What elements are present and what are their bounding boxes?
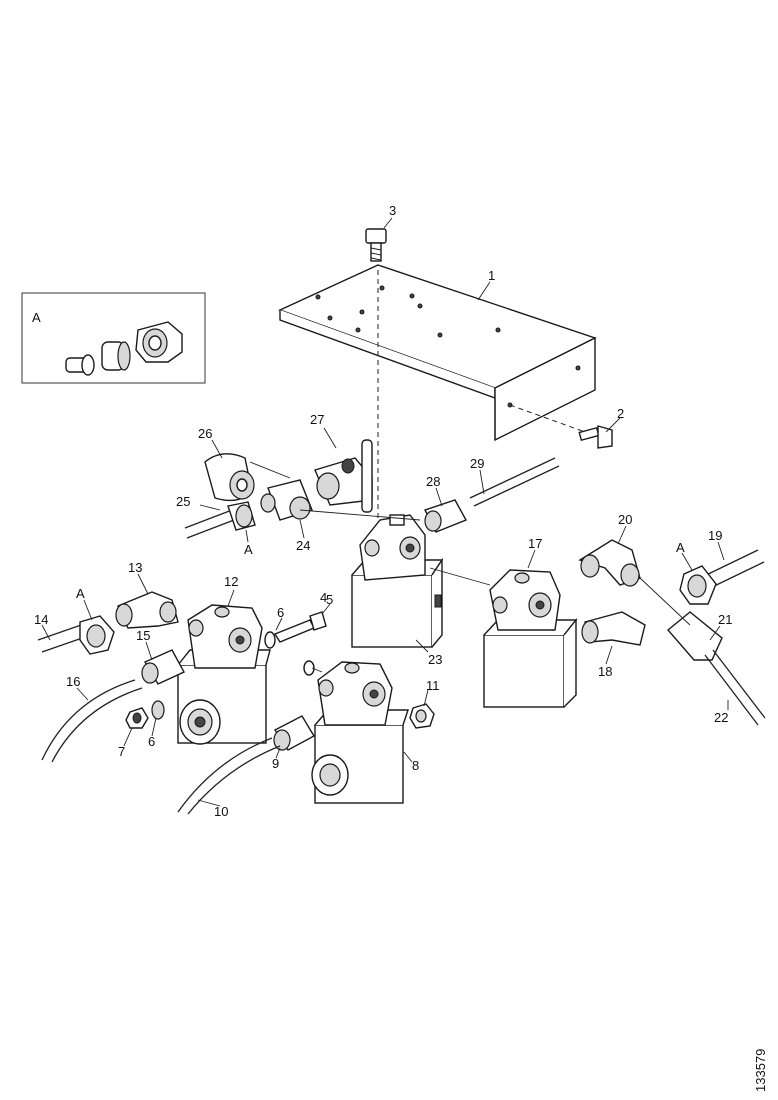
label-24: 24 (296, 538, 310, 553)
tap-fitting-27 (314, 439, 373, 513)
label-21: 21 (718, 612, 732, 627)
label-23: 23 (428, 652, 442, 667)
elbow-fitting-20 (578, 539, 641, 587)
label-26: 26 (198, 426, 212, 441)
solenoid-valve-17 (483, 569, 578, 708)
elbow-fitting-13 (115, 591, 179, 629)
label-13: 13 (128, 560, 142, 575)
label-9: 9 (272, 756, 279, 771)
label-11: 11 (426, 678, 440, 693)
solenoid-valve-8 (311, 661, 409, 804)
pipe-23-17 (429, 567, 491, 586)
detail-insert (65, 354, 95, 376)
leader-lines (41, 217, 729, 807)
label-14: 14 (34, 612, 48, 627)
label-6-upper: 6 (277, 605, 284, 620)
hose-16 (41, 679, 143, 763)
detail-nut (135, 321, 183, 363)
nut-11 (409, 703, 435, 729)
detail-sleeve (101, 341, 131, 371)
hose-10 (177, 737, 281, 815)
elbow-fitting-26 (204, 453, 255, 502)
hose-22 (704, 649, 766, 726)
tee-fitting-24 (260, 479, 313, 521)
screw-2 (578, 425, 613, 449)
reference-numbers: 1 2 3 4 5 6 6 7 8 9 10 11 12 13 14 15 16… (34, 203, 732, 819)
label-17: 17 (528, 536, 542, 551)
o-ring-4 (303, 660, 315, 676)
nut-7 (125, 707, 149, 729)
label-25: 25 (176, 494, 190, 509)
leader-2-axis (509, 404, 586, 433)
bolt-3 (365, 228, 387, 262)
label-a-right: A (676, 540, 685, 555)
washer-6-lower (151, 700, 165, 720)
label-10: 10 (214, 804, 228, 819)
elbow-fitting-18 (581, 611, 646, 646)
pipe-26 (249, 461, 291, 479)
label-3: 3 (389, 203, 396, 218)
pipe-20-21 (639, 577, 691, 626)
figure-id: 133579 (753, 1049, 768, 1092)
label-6-lower: 6 (148, 734, 155, 749)
label-19: 19 (708, 528, 722, 543)
label-12: 12 (224, 574, 238, 589)
label-a-lower-left: A (76, 586, 85, 601)
cap-21 (666, 611, 723, 661)
solenoid-valve-12 (177, 604, 271, 745)
pipe-24-23 (299, 509, 421, 521)
hose-14 (37, 615, 115, 655)
connector-9 (273, 715, 315, 751)
label-2: 2 (617, 406, 624, 421)
hose-25 (184, 501, 256, 539)
label-1: 1 (488, 268, 495, 283)
label-27: 27 (310, 412, 324, 427)
bolt-5 (273, 611, 327, 643)
label-a-left: A (244, 542, 253, 557)
washer-6-upper (264, 631, 276, 649)
detail-box-a: A (21, 292, 206, 384)
connector-15 (141, 649, 185, 685)
bracket-plate (278, 264, 597, 442)
label-18: 18 (598, 664, 612, 679)
label-5: 5 (326, 592, 333, 607)
label-7: 7 (118, 744, 125, 759)
hose-19 (679, 549, 765, 605)
label-4: 4 (320, 590, 327, 605)
hose-29 (469, 457, 560, 507)
solenoid-valve-23 (351, 514, 444, 648)
label-22: 22 (714, 710, 728, 725)
label-8: 8 (412, 758, 419, 773)
label-28: 28 (426, 474, 440, 489)
label-15: 15 (136, 628, 150, 643)
label-20: 20 (618, 512, 632, 527)
label-16: 16 (66, 674, 80, 689)
connector-28 (424, 499, 467, 533)
detail-box-title: A (32, 310, 41, 325)
label-29: 29 (470, 456, 484, 471)
